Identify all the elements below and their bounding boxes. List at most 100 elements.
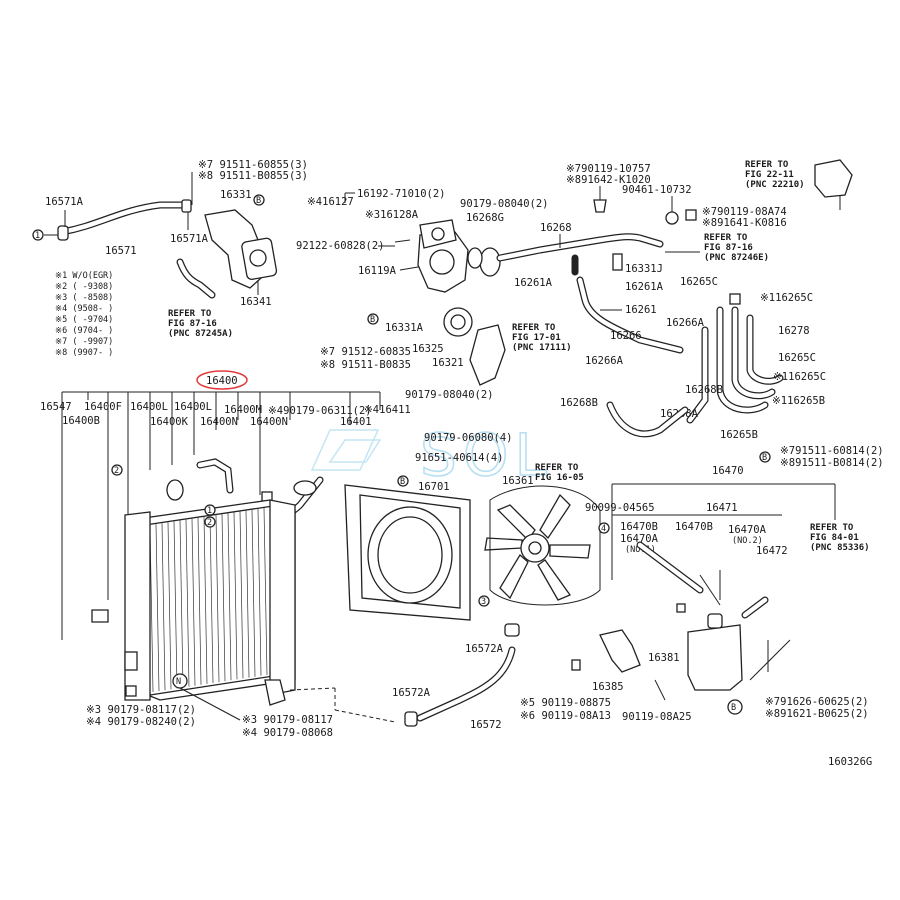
- core-fin-line: [221, 514, 226, 682]
- svg-text:※2 ( -9308): ※2 ( -9308): [55, 282, 113, 292]
- highlight-ring: [196, 370, 248, 390]
- label-16265B-b: 16265B: [720, 429, 758, 441]
- svg-text:(PNC 87245A): (PNC 87245A): [168, 329, 233, 339]
- svg-text:REFER TO: REFER TO: [704, 233, 748, 243]
- watermark-logo: [310, 429, 382, 471]
- label-16361: 16361: [502, 475, 534, 487]
- label-16268B-b: 16268B: [685, 384, 723, 396]
- core-fin-line: [251, 509, 256, 677]
- label-16321: 16321: [432, 357, 464, 369]
- svg-text:FIG 16-05: FIG 16-05: [535, 473, 584, 483]
- svg-text:※4 (9508- ): ※4 (9508- ): [55, 304, 113, 314]
- label-16400N-b: 16400N: [250, 416, 288, 428]
- label-16268B: 16268B: [560, 397, 598, 409]
- label-16265C-b: 16265C: [778, 352, 816, 364]
- label-16127: ※416127: [307, 196, 354, 208]
- notes-legend: ※1 W/O(EGR) ※2 ( -9308) ※3 ( -8508) ※4 (…: [55, 271, 113, 358]
- label-16571A-b: 16571A: [170, 233, 209, 245]
- water-inlet-housing: [469, 324, 506, 386]
- svg-text:※1 W/O(EGR): ※1 W/O(EGR): [55, 271, 113, 281]
- core-fin-line: [245, 510, 250, 678]
- svg-text:1: 1: [207, 506, 212, 516]
- radiator-core: [124, 499, 296, 701]
- core-fin-line: [179, 520, 184, 688]
- coolant-reservoir: [687, 613, 743, 691]
- refer-to-87245A: REFER TO FIG 87-16 (PNC 87245A): [168, 309, 233, 339]
- svg-text:3: 3: [481, 597, 486, 607]
- label-no1: (NO.1): [625, 545, 656, 555]
- svg-text:REFER TO: REFER TO: [168, 309, 212, 319]
- core-fin-line: [233, 512, 238, 680]
- label-16265C-a: 16265C: [680, 276, 718, 288]
- label-16265C-d: ※116265C: [760, 292, 813, 304]
- egr-pipe-group: ※416127 16192-71010(2) ※316128A 90179-08…: [296, 159, 853, 441]
- label-16400K: 16400K: [150, 416, 189, 428]
- label-16268G: 16268G: [466, 212, 504, 224]
- refer-to-17111: REFER TO FIG 17-01 (PNC 17111): [512, 323, 572, 353]
- label-16331J: 16331J: [625, 263, 663, 275]
- label-16400: 16400: [206, 375, 238, 387]
- mount-cushion: [124, 651, 138, 671]
- label-91511-B0855: ※8 91511-B0855(3): [198, 170, 308, 182]
- bracket-16381: [599, 629, 641, 673]
- refer-to-87246E: REFER TO FIG 87-16 (PNC 87246E): [704, 233, 769, 263]
- label-16265B-a: ※116265B: [772, 395, 825, 407]
- label-91511-60855: ※7 91511-60855(3): [198, 159, 308, 171]
- refer-to-22210: REFER TO FIG 22-11 (PNC 22210): [745, 160, 805, 190]
- svg-text:B: B: [400, 477, 405, 487]
- core-fin-line: [215, 515, 220, 683]
- label-16266A-a: 16266A: [666, 317, 705, 329]
- svg-text:(PNC 17111): (PNC 17111): [512, 343, 572, 353]
- core-fin-line: [191, 518, 196, 686]
- svg-text:B: B: [370, 315, 375, 325]
- svg-text:FIG 22-11: FIG 22-11: [745, 170, 794, 180]
- label-16265C-e: ※116265C: [773, 371, 826, 383]
- label-16701: 16701: [418, 481, 450, 493]
- label-91642-K1020: ※891642-K1020: [566, 174, 651, 186]
- label-16400B: 16400B: [62, 415, 100, 427]
- valve-small: [612, 253, 623, 271]
- core-fin-line: [167, 522, 172, 690]
- label-91626: ※791626-60625(2): [765, 696, 869, 708]
- radiator-group: 16400 16547 16400F 16400L 16400L 16400M …: [40, 370, 411, 739]
- label-92122: 92122-60828(2): [296, 240, 385, 252]
- label-90119-10757: ※790119-10757: [566, 163, 651, 175]
- svg-text:FIG 84-01: FIG 84-01: [810, 533, 859, 543]
- svg-text:4: 4: [601, 524, 606, 534]
- core-fin-line: [161, 523, 166, 691]
- svg-text:(PNC 22210): (PNC 22210): [745, 180, 805, 190]
- label-16331: 16331: [220, 189, 252, 201]
- refer-to-16-05: REFER TO FIG 16-05: [535, 463, 584, 483]
- label-16331A: 16331A: [385, 322, 424, 334]
- label-90179-06080: 90179-06080(4): [424, 432, 513, 444]
- label-90119-08875: ※5 90119-08875: [520, 697, 611, 709]
- hose-clamp: [57, 225, 69, 241]
- label-90179-08117a: ※3 90179-08117(2): [86, 704, 196, 716]
- core-fin-line: [239, 511, 244, 679]
- label-16470B-b: 16470B: [675, 521, 713, 533]
- label-91511-B0835: ※8 91511-B0835: [320, 359, 411, 371]
- refer-to-85336: REFER TO FIG 84-01 (PNC 85336): [810, 523, 870, 553]
- hose-clamp: [181, 199, 192, 213]
- upper-left-hose-group: 1 16571A 16571 16571A ※7 91511-60855(3) …: [32, 159, 308, 339]
- label-16470B-a: 16470B: [620, 521, 658, 533]
- diagram-id-text: 160326G: [828, 756, 872, 768]
- label-16192: 16192-71010(2): [357, 188, 446, 200]
- svg-text:FIG 87-16: FIG 87-16: [704, 243, 753, 253]
- ref-circle-B: [253, 194, 265, 206]
- svg-text:※8 (9907- ): ※8 (9907- ): [55, 348, 113, 358]
- label-16261A-a: 16261A: [514, 277, 553, 289]
- core-fin-line: [197, 517, 202, 685]
- svg-text:(PNC 85336): (PNC 85336): [810, 543, 870, 553]
- core-fin-line: [173, 521, 178, 689]
- svg-text:B: B: [256, 196, 261, 206]
- reservoir-group: 16381 16385 ※5 90119-08875 ※6 90119-08A1…: [520, 445, 884, 723]
- label-16400F: 16400F: [84, 401, 122, 413]
- label-16325: 16325: [412, 343, 444, 355]
- label-16472: 16472: [756, 545, 788, 557]
- svg-text:※6 (9704- ): ※6 (9704- ): [55, 326, 113, 336]
- core-fin-line: [203, 516, 208, 684]
- svg-text:B: B: [731, 703, 736, 713]
- label-90119-08A13: ※6 90119-08A13: [520, 710, 611, 722]
- label-91651: 91651-40614(4): [415, 452, 504, 464]
